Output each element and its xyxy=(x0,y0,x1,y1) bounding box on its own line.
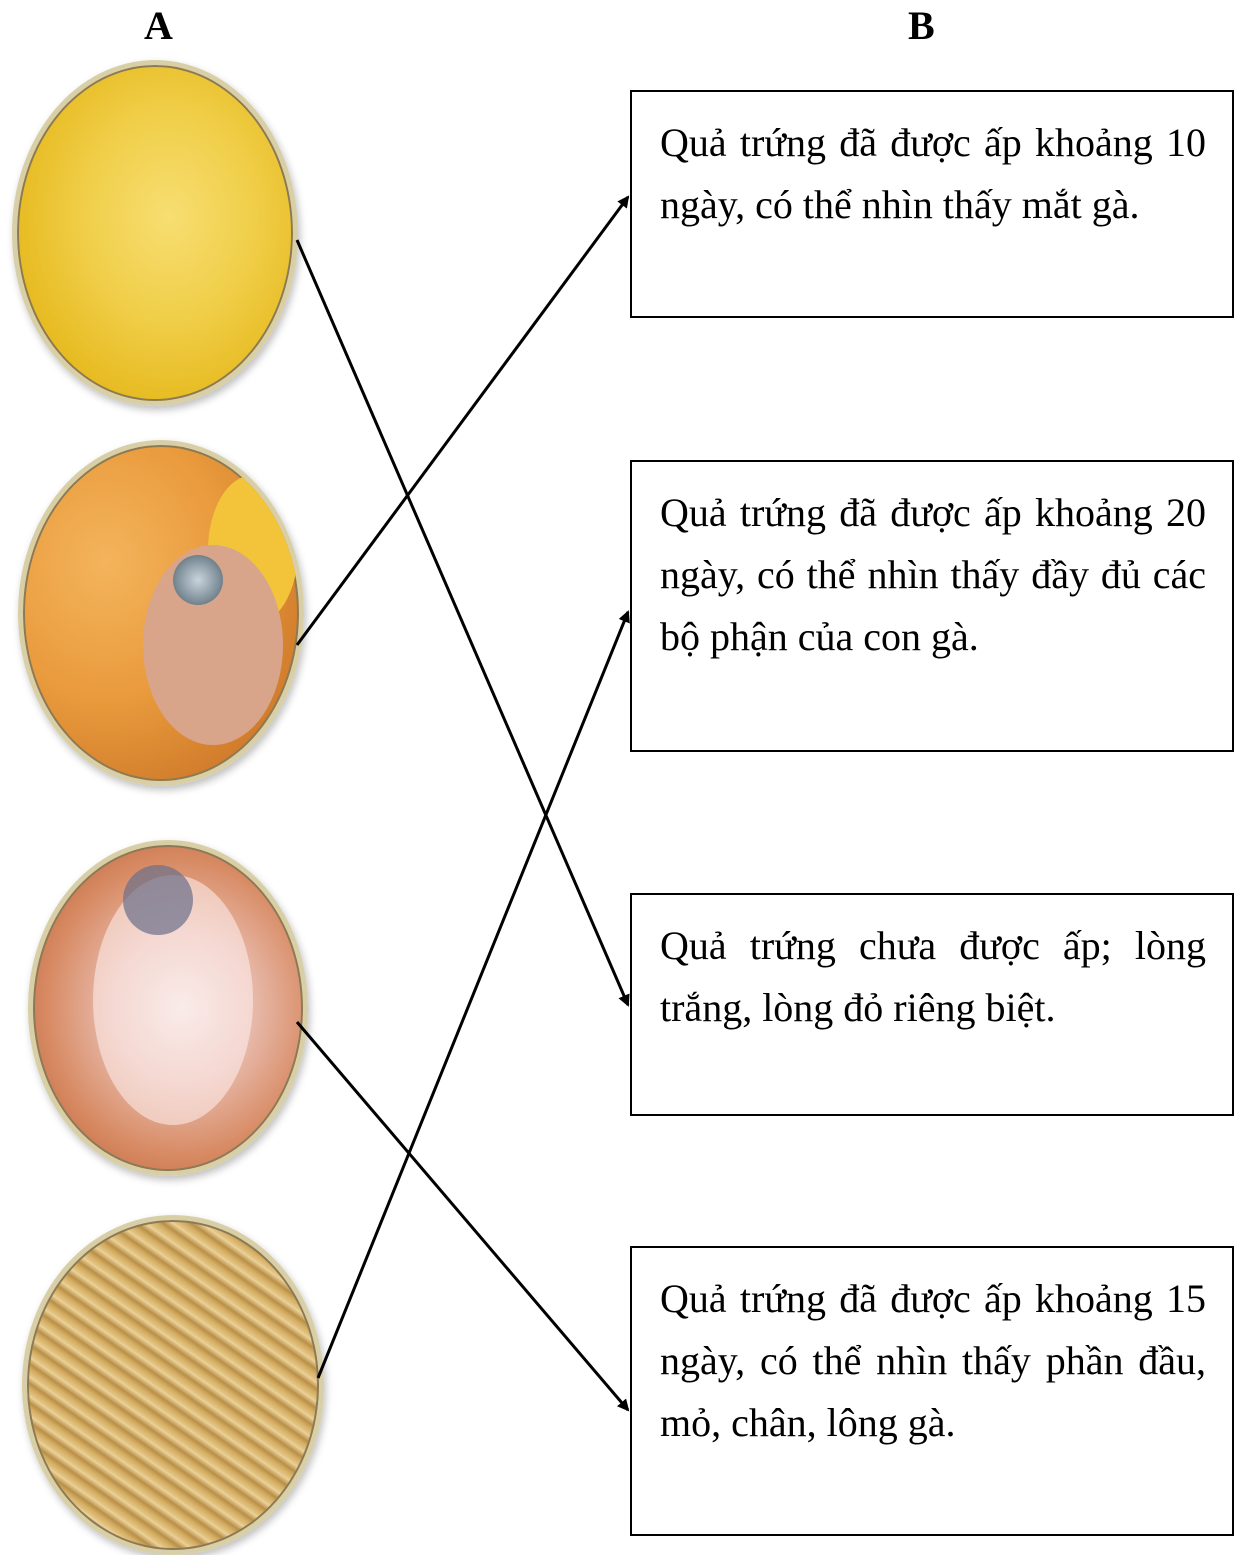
description-box-10-days: Quả trứng đã được ấp khoảng 10 ngày, có … xyxy=(630,90,1234,318)
column-a-header: A xyxy=(144,2,173,49)
column-b-header: B xyxy=(908,2,935,49)
description-box-unincubated: Quả trứng chưa được ấp; lòng trắng, lòng… xyxy=(630,893,1234,1116)
arrow-egg2-to-10-days xyxy=(297,197,628,645)
egg-image-unincubated xyxy=(12,60,298,406)
egg-image-chick-formed xyxy=(22,1215,324,1555)
description-box-15-days: Quả trứng đã được ấp khoảng 15 ngày, có … xyxy=(630,1246,1234,1536)
egg-image-head-beak-visible xyxy=(28,840,308,1176)
arrow-egg3-to-15-days xyxy=(297,1022,628,1410)
arrow-egg4-to-20-days xyxy=(318,612,628,1378)
egg-image-eye-visible xyxy=(18,440,304,786)
arrow-egg1-to-unincubated xyxy=(297,240,628,1005)
description-box-20-days: Quả trứng đã được ấp khoảng 20 ngày, có … xyxy=(630,460,1234,752)
